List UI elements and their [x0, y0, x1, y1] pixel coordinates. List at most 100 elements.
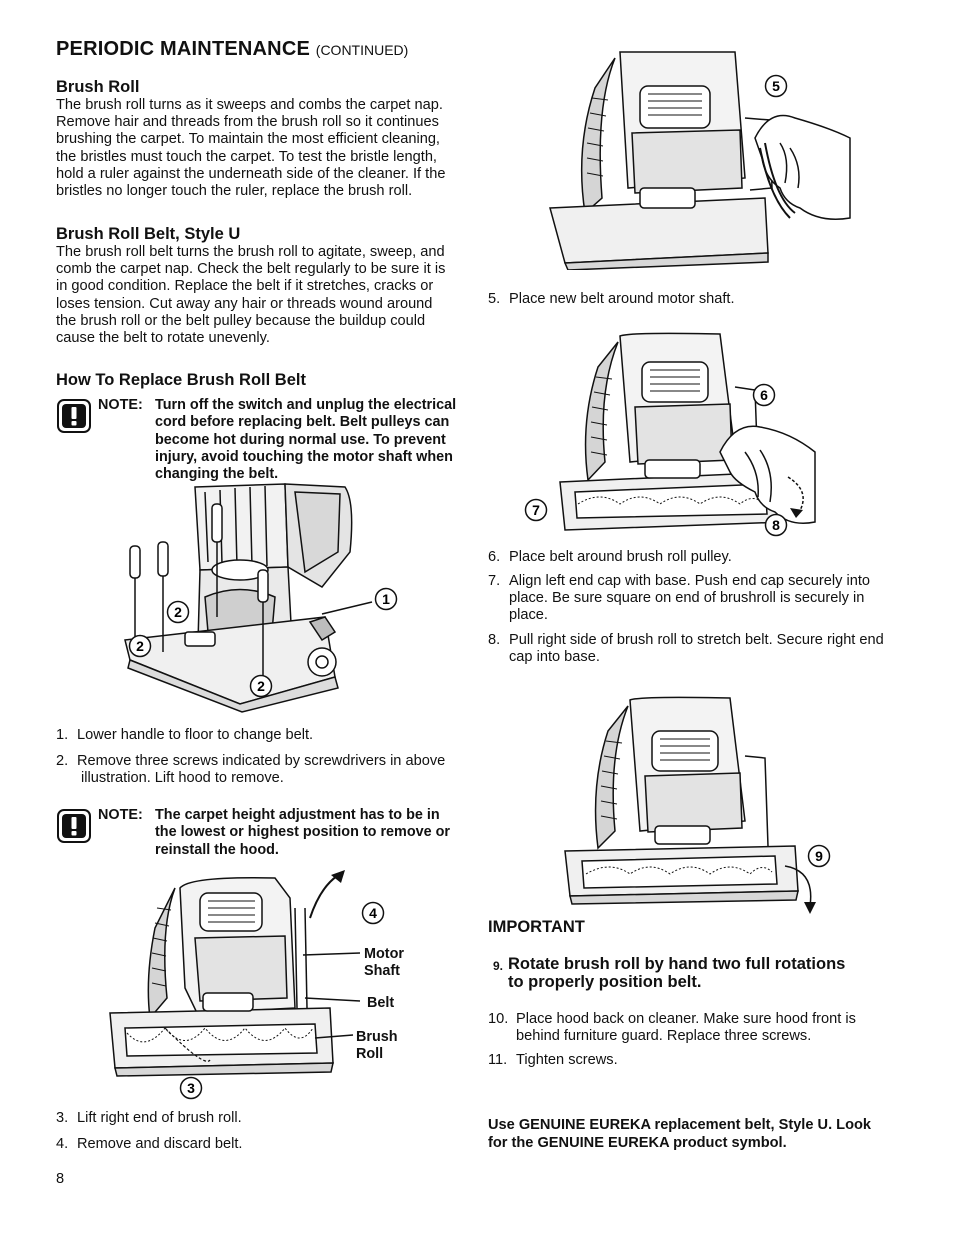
label-brush-roll: Brush Roll — [356, 1029, 398, 1063]
svg-text:2: 2 — [257, 678, 265, 694]
text-line: place. — [509, 607, 548, 624]
step-number: 7. — [488, 573, 501, 589]
svg-text:8: 8 — [772, 517, 780, 533]
text-line: loses tension. Cut away any hair or thre… — [56, 295, 433, 312]
page-title: PERIODIC MAINTENANCE (CONTINUED) — [56, 38, 408, 61]
step-text: Place new belt around motor shaft. — [509, 291, 735, 307]
step-number: 5. — [488, 291, 501, 307]
callout-9: 9 — [807, 844, 831, 868]
step-9: 9. Rotate brush roll by hand two full ro… — [493, 955, 903, 992]
figure-screwdrivers-illustration: 1 2 2 2 — [124, 483, 398, 713]
svg-text:4: 4 — [369, 905, 377, 921]
label-motor-shaft: Motor Shaft — [364, 946, 404, 980]
text-line: the brush roll or the belt pulley becaus… — [56, 312, 426, 329]
step-1: 1. Lower handle to floor to change belt. — [56, 727, 466, 745]
step-6: 6. Place belt around brush roll pulley. — [488, 549, 898, 567]
note-text: Turn off the switch and unplug the elect… — [155, 397, 466, 483]
warning-icon — [57, 399, 91, 433]
callout-4: 4 — [361, 901, 385, 925]
text-line: Place hood back on cleaner. Make sure ho… — [516, 1011, 856, 1027]
text-line: Shaft — [364, 963, 400, 979]
step-3: 3. Lift right end of brush roll. — [56, 1110, 466, 1128]
figure-lift-brush-roll-illustration: 4 3 — [109, 870, 385, 1100]
step-number: 3. — [56, 1110, 69, 1126]
text-line: brushing the carpet. To maintain the mos… — [56, 131, 440, 148]
note-label: NOTE: — [98, 807, 143, 823]
text-line: the bristles must touch the carpet. To t… — [56, 148, 437, 165]
text-line: injury, avoid touching the motor shaft w… — [155, 448, 453, 465]
svg-text:9: 9 — [815, 848, 823, 864]
step-7: 7. Align left end cap with base. Push en… — [488, 573, 898, 625]
page-title-main: PERIODIC MAINTENANCE — [56, 38, 311, 60]
callout-6: 6 — [752, 383, 776, 407]
step-text: Lift right end of brush roll. — [77, 1110, 242, 1127]
step-text: Remove and discard belt. — [77, 1136, 242, 1153]
step-text: Align left end cap with base. Push end c… — [509, 573, 898, 625]
text-line: Use GENUINE EUREKA replacement belt, Sty… — [488, 1117, 872, 1133]
step-2: 2. Remove three screws indicated by scre… — [56, 753, 466, 789]
step-text: Tighten screws. — [516, 1052, 618, 1069]
text-line: hold a ruler against the underneath side… — [56, 165, 446, 182]
step-number: 2. — [56, 753, 69, 769]
text-line: in good condition. Replace the belt if i… — [56, 278, 434, 295]
text-line: become hot during normal use. To prevent — [155, 431, 446, 448]
text-line: Rotate brush roll by hand two full rotat… — [508, 955, 846, 973]
text-line: to properly position belt. — [508, 972, 702, 991]
step-number: 1. — [56, 727, 69, 743]
figure-rotate-brush-roll-illustration: 9 — [564, 696, 831, 914]
text-line: cap into base. — [509, 649, 600, 666]
text-line: the lowest or highest position to remove… — [155, 824, 451, 841]
text-line: The carpet height adjustment has to be i… — [155, 807, 440, 823]
text-line: comb the carpet nap. Check the belt regu… — [56, 261, 446, 278]
text-line: place. Be sure square on end of brushrol… — [509, 590, 865, 607]
callout-8: 8 — [764, 513, 788, 537]
note-2: NOTE: The carpet height adjustment has t… — [98, 807, 466, 861]
text-line: reinstall the hood. — [155, 841, 279, 858]
text-line: illustration. Lift hood to remove. — [81, 770, 284, 787]
text-line: Tighten screws. — [516, 1052, 618, 1068]
text-line: The brush roll turns as it sweeps and co… — [56, 97, 443, 113]
svg-text:5: 5 — [772, 78, 780, 94]
svg-text:3: 3 — [187, 1080, 195, 1096]
callout-3: 3 — [179, 1076, 203, 1100]
label-belt: Belt — [367, 995, 395, 1011]
text-line: Place belt around brush roll pulley. — [509, 549, 732, 565]
callout-2: 2 — [249, 674, 273, 698]
step-number: 10. — [488, 1011, 509, 1027]
step-text: Place belt around brush roll pulley. — [509, 549, 898, 566]
step-5: 5. Place new belt around motor shaft. — [488, 291, 898, 309]
text-line: The brush roll belt turns the brush roll… — [56, 244, 445, 260]
figure-pulley-illustration: 6 7 8 — [524, 332, 816, 537]
callout-7: 7 — [524, 498, 548, 522]
svg-text:7: 7 — [532, 502, 540, 518]
note-text: The carpet height adjustment has to be i… — [155, 807, 466, 859]
step-text: Remove three screws indicated by screwdr… — [77, 753, 445, 787]
genuine-belt-note: Use GENUINE EUREKA replacement belt, Sty… — [488, 1117, 904, 1152]
page-title-sub: (CONTINUED) — [315, 42, 409, 58]
step-number: 6. — [488, 549, 501, 565]
text-line: bristles no longer touch the ruler, repl… — [56, 183, 413, 200]
svg-text:6: 6 — [760, 387, 768, 403]
text-line: Lower handle to floor to change belt. — [77, 727, 314, 743]
step-text: Place hood back on cleaner. Make sure ho… — [516, 1011, 856, 1045]
text-line: Lift right end of brush roll. — [77, 1110, 242, 1126]
step-number: 9. — [493, 959, 504, 973]
text-line: Remove three screws indicated by screwdr… — [77, 753, 446, 769]
text-line: cord before replacing belt. Belt pulleys… — [155, 414, 450, 431]
text-line: Motor — [364, 946, 404, 962]
how-to-heading: How To Replace Brush Roll Belt — [56, 371, 306, 389]
text-line: Remove hair and threads from the brush r… — [56, 114, 439, 131]
note-label: NOTE: — [98, 397, 143, 413]
text-line: Remove and discard belt. — [77, 1136, 243, 1152]
text-line: behind furniture guard. Replace three sc… — [516, 1028, 812, 1045]
step-text: Rotate brush roll by hand two full rotat… — [508, 955, 846, 991]
brush-roll-heading: Brush Roll — [56, 78, 140, 96]
step-10: 10. Place hood back on cleaner. Make sur… — [488, 1011, 898, 1047]
belt-style-u-paragraph: The brush roll belt turns the brush roll… — [56, 244, 466, 347]
figure-motor-shaft-illustration: 5 — [549, 51, 851, 270]
important-heading: IMPORTANT — [488, 918, 585, 936]
text-line: Pull right side of brush roll to stretch… — [509, 632, 884, 648]
svg-text:2: 2 — [174, 604, 182, 620]
brush-roll-paragraph: The brush roll turns as it sweeps and co… — [56, 97, 466, 200]
text-line: changing the belt. — [155, 466, 279, 483]
